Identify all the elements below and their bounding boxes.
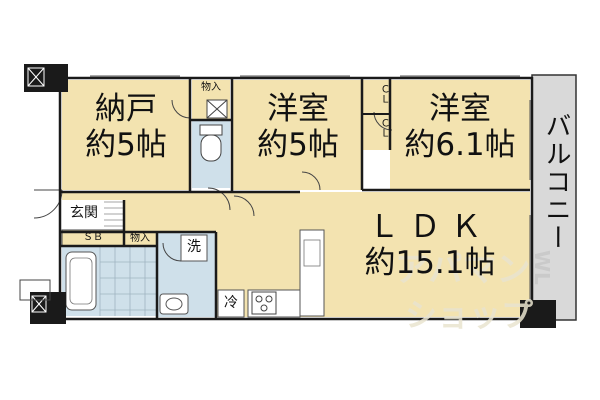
storage-x-box xyxy=(206,99,228,119)
room-youshitsu-2 xyxy=(390,80,530,190)
balcony-area xyxy=(531,74,577,321)
bathroom-tiles xyxy=(99,246,157,316)
closet-label-2: ＣＬ xyxy=(378,118,389,138)
entrance-hatch xyxy=(104,201,124,227)
youshitsu-2-name: 洋室 xyxy=(429,91,491,127)
balcony-label: バルコニー xyxy=(541,112,571,252)
room-youshitsu-1 xyxy=(232,80,362,190)
nando-size: 約5帖 xyxy=(85,126,167,163)
ldk-name: ＬＤＫ xyxy=(368,209,492,245)
room-storage-hall xyxy=(124,232,156,246)
washbasin xyxy=(159,293,189,315)
walls xyxy=(58,76,534,321)
stove-icon xyxy=(251,291,277,315)
nando-name: 納戸 xyxy=(95,91,157,127)
storage-label-top: 物入 xyxy=(201,82,221,93)
watermark-line2: ショップ xyxy=(405,296,534,334)
room-label-ldk: ＬＤＫ 約15.1帖 xyxy=(340,209,520,281)
room-entrance xyxy=(62,200,124,230)
fridge-space xyxy=(217,289,245,318)
storage-label-hall: 物入 xyxy=(130,233,150,244)
youshitsu-1-size: 約5帖 xyxy=(257,126,339,163)
washer-space xyxy=(180,234,208,262)
toilet-fixture xyxy=(199,124,223,162)
watermark-line1: アパマン xyxy=(395,250,531,290)
bathtub xyxy=(65,251,97,311)
ldk-size: 約15.1帖 xyxy=(364,244,496,281)
room-label-nando: 納戸 約5帖 xyxy=(70,91,182,163)
washer-label: 洗 xyxy=(187,239,201,255)
watermark-side: WL xyxy=(530,250,554,285)
youshitsu-2-size: 約6.1帖 xyxy=(404,126,516,163)
entrance-label: 玄関 xyxy=(70,205,98,221)
windows xyxy=(90,75,531,300)
fridge-label: 冷 xyxy=(224,295,238,311)
youshitsu-1-name: 洋室 xyxy=(267,91,329,127)
room-nando xyxy=(62,80,190,190)
shoe-box-label: ＳＢ xyxy=(83,232,103,243)
room-label-youshitsu-2: 洋室 約6.1帖 xyxy=(392,91,528,163)
room-label-youshitsu-1: 洋室 約5帖 xyxy=(236,91,360,163)
closet-label-1: ＣＬ xyxy=(378,84,389,104)
pipe-space xyxy=(19,279,51,301)
kitchen-counter xyxy=(247,289,301,318)
